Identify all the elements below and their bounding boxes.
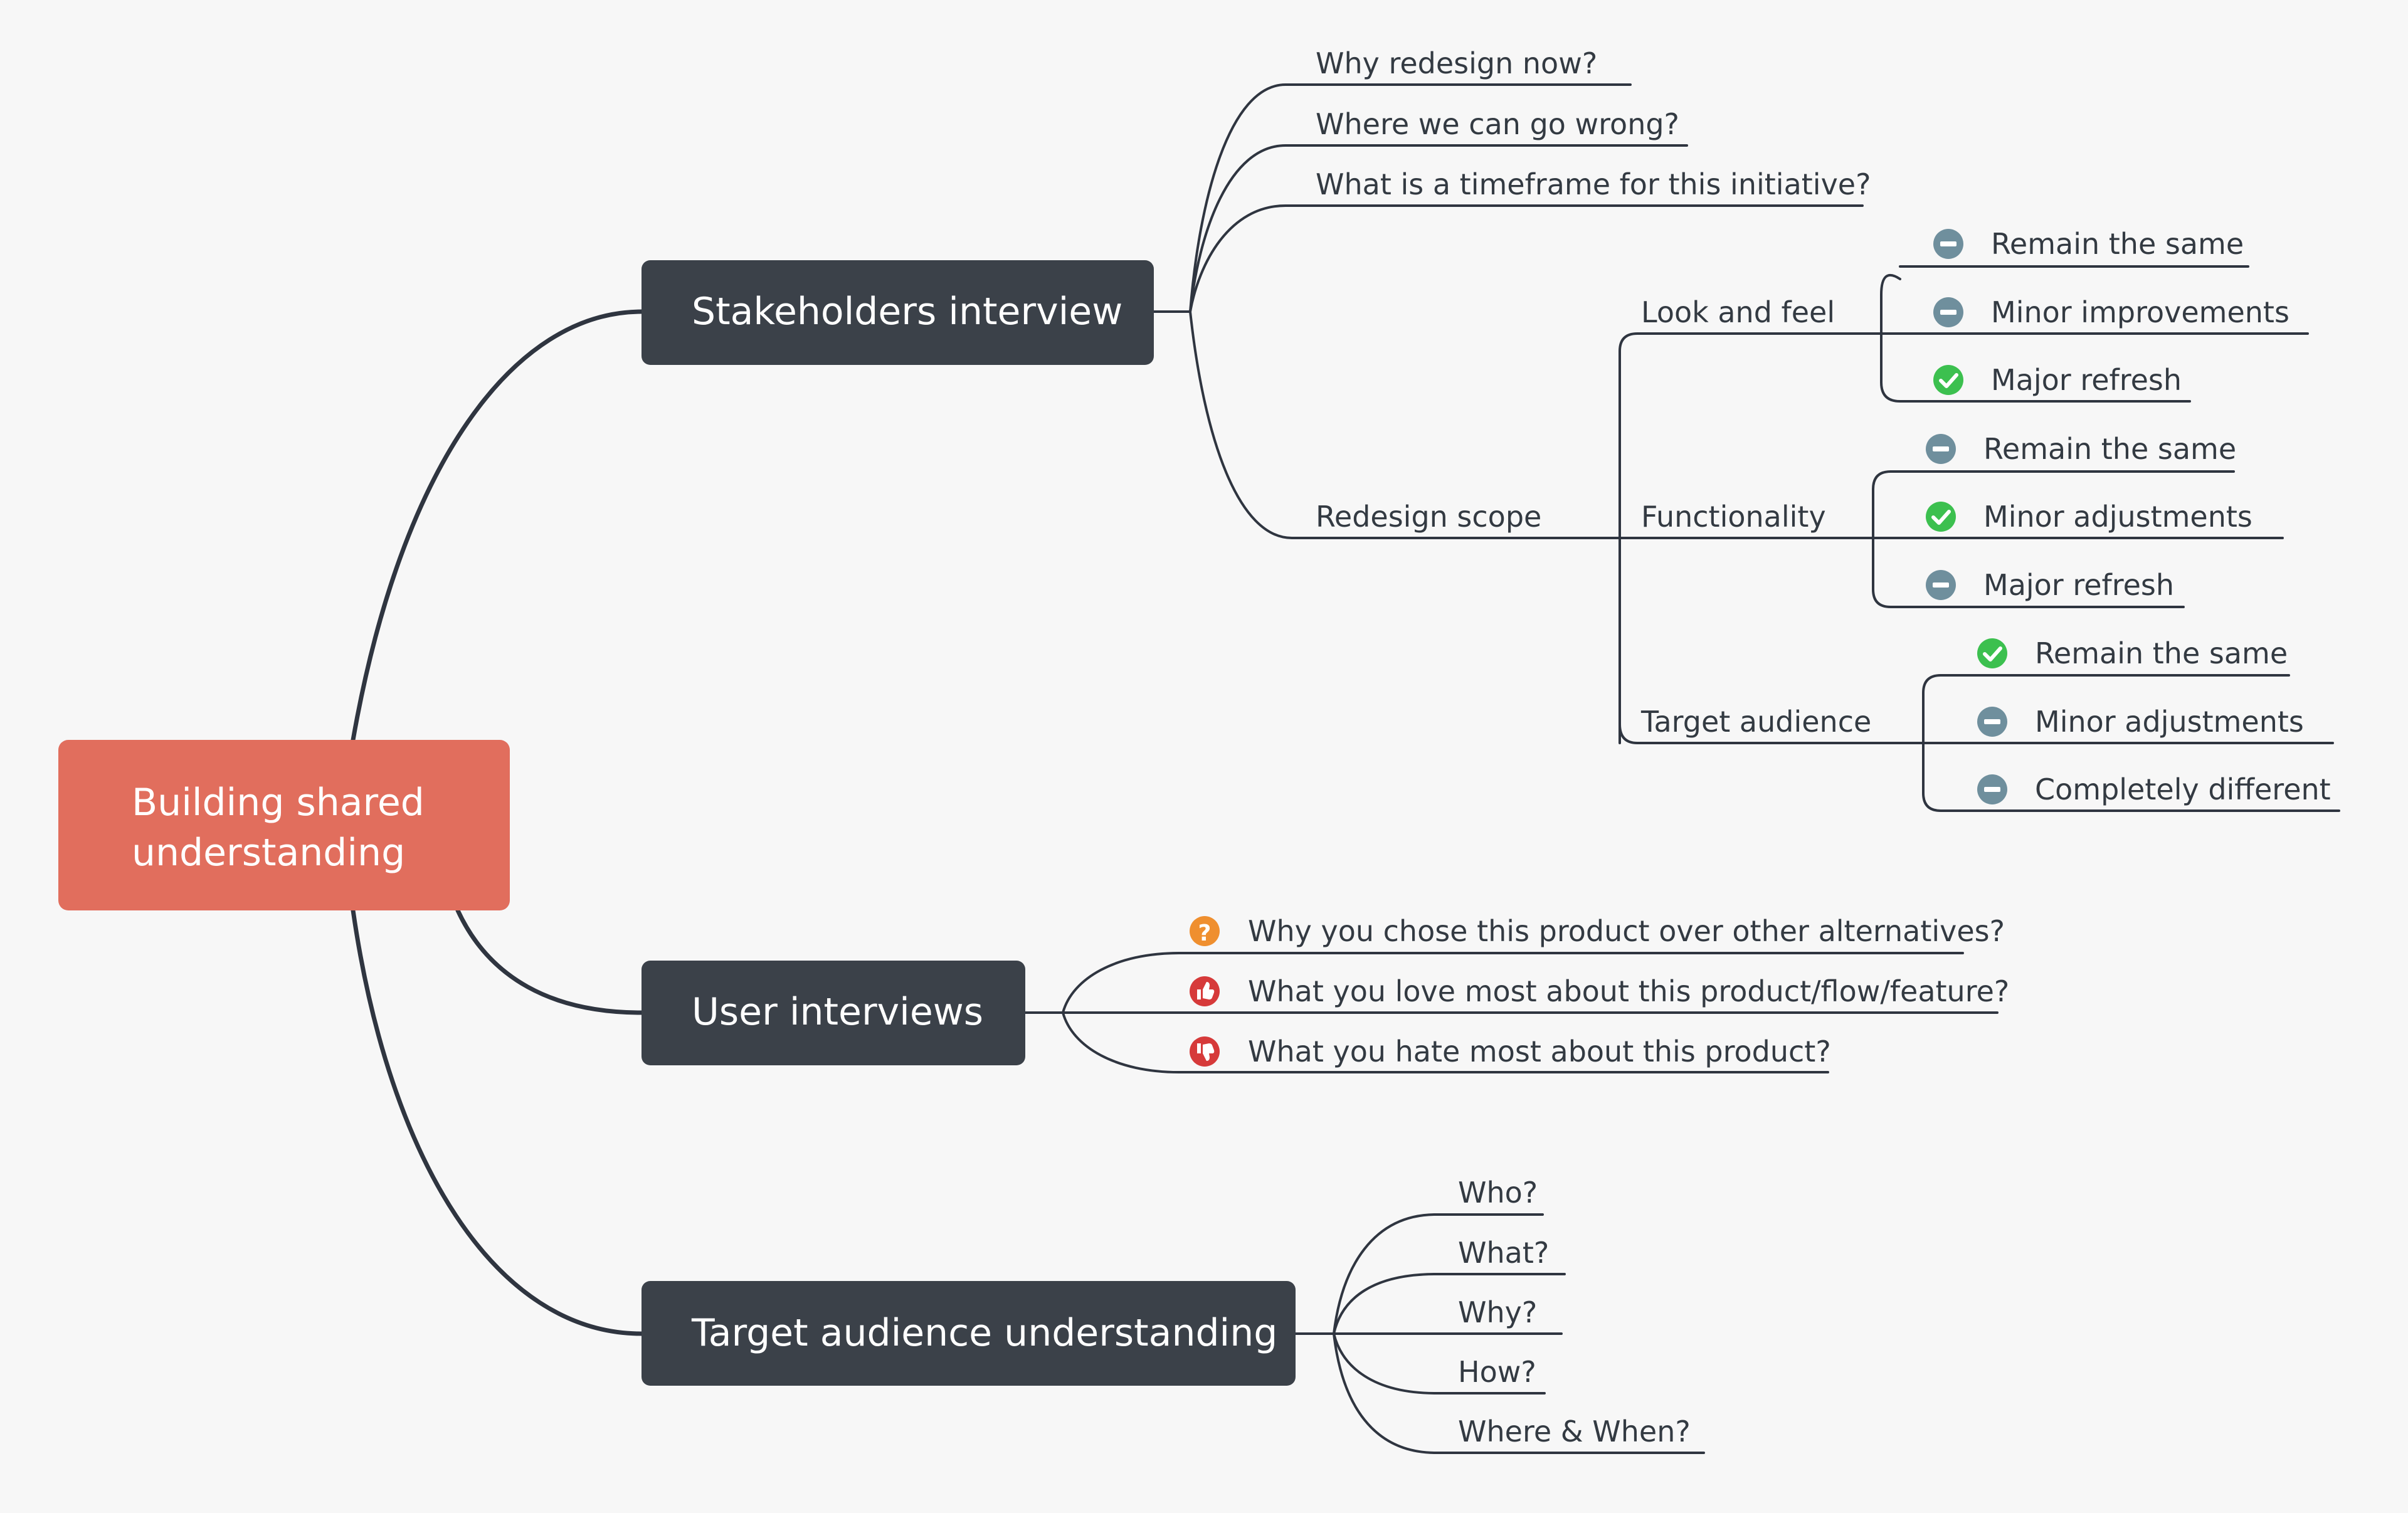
branch-stakeholders bbox=[1153, 83, 2340, 812]
minus-icon bbox=[1926, 570, 1956, 600]
root-connectors bbox=[351, 309, 644, 1336]
functionality-label[interactable]: Functionality bbox=[1641, 500, 1826, 534]
look-and-feel-option-2-label: Minor improvements bbox=[1991, 295, 2289, 329]
question-why[interactable]: Why? bbox=[1458, 1295, 1537, 1329]
question-timeframe[interactable]: What is a timeframe for this initiative? bbox=[1316, 167, 1871, 201]
stakeholders-node-label: Stakeholders interview bbox=[692, 290, 1122, 334]
user-question-1-label: Why you chose this product over other al… bbox=[1248, 914, 2005, 948]
functionality-option-3[interactable]: Major refresh bbox=[1926, 568, 2174, 602]
look-and-feel-option-3[interactable]: Major refresh bbox=[1933, 363, 2182, 397]
minus-icon bbox=[1933, 297, 1963, 327]
branch-user-interviews bbox=[1024, 952, 1999, 1073]
root-node-box bbox=[58, 740, 510, 910]
target-audience-option-1[interactable]: Remain the same bbox=[1977, 636, 2288, 670]
target-audience-option-3[interactable]: Completely different bbox=[1977, 772, 2331, 806]
functionality-option-1-label: Remain the same bbox=[1983, 432, 2236, 466]
root-node-line2: understanding bbox=[132, 831, 405, 875]
functionality-option-1[interactable]: Remain the same bbox=[1926, 432, 2236, 466]
target-audience-option-1-label: Remain the same bbox=[2035, 636, 2288, 670]
minus-icon bbox=[1977, 707, 2007, 737]
thumbs-down-icon bbox=[1190, 1036, 1220, 1067]
user-question-3-label: What you hate most about this product? bbox=[1248, 1035, 1831, 1068]
question-what[interactable]: What? bbox=[1458, 1236, 1549, 1270]
user-question-2-label: What you love most about this product/fl… bbox=[1248, 974, 2009, 1008]
redesign-scope-label[interactable]: Redesign scope bbox=[1316, 500, 1541, 534]
connector-root-stakeholders bbox=[351, 309, 644, 742]
look-and-feel-option-2[interactable]: Minor improvements bbox=[1933, 295, 2289, 329]
target-audience-understanding-node-box bbox=[642, 1281, 1296, 1386]
target-audience-option-2-label: Minor adjustments bbox=[2035, 705, 2304, 739]
question-where-and-when[interactable]: Where & When? bbox=[1458, 1415, 1691, 1448]
functionality-option-2-label: Minor adjustments bbox=[1983, 500, 2252, 534]
check-icon bbox=[1977, 638, 2007, 668]
target-audience-option-3-label: Completely different bbox=[2035, 772, 2331, 806]
user-interviews-node-box bbox=[642, 961, 1025, 1065]
thumbs-up-icon bbox=[1190, 976, 1220, 1006]
look-and-feel-option-1[interactable]: Remain the same bbox=[1933, 227, 2244, 261]
question-where-we-can-go-wrong[interactable]: Where we can go wrong? bbox=[1316, 107, 1679, 141]
target-audience-understanding-node-label: Target audience understanding bbox=[691, 1311, 1277, 1355]
target-audience-understanding-node[interactable]: Target audience understanding bbox=[642, 1281, 1296, 1386]
connector-root-user-interviews bbox=[455, 908, 644, 1015]
minus-icon bbox=[1977, 774, 2007, 804]
target-audience-label[interactable]: Target audience bbox=[1640, 705, 1871, 739]
look-and-feel-option-3-label: Major refresh bbox=[1991, 363, 2182, 397]
stakeholders-node[interactable]: Stakeholders interview bbox=[642, 260, 1154, 365]
question-why-redesign-now[interactable]: Why redesign now? bbox=[1316, 46, 1597, 80]
target-audience-option-2[interactable]: Minor adjustments bbox=[1977, 705, 2304, 739]
user-interviews-node[interactable]: User interviews bbox=[642, 961, 1025, 1065]
user-question-1[interactable]: ? Why you chose this product over other … bbox=[1190, 914, 2005, 948]
functionality-option-3-label: Major refresh bbox=[1983, 568, 2174, 602]
look-and-feel-label[interactable]: Look and feel bbox=[1641, 295, 1835, 329]
check-icon bbox=[1933, 365, 1963, 395]
svg-text:?: ? bbox=[1198, 920, 1212, 946]
user-question-2[interactable]: What you love most about this product/fl… bbox=[1190, 974, 2009, 1008]
question-how[interactable]: How? bbox=[1458, 1355, 1536, 1389]
minus-icon bbox=[1926, 434, 1956, 464]
connector-root-target-audience bbox=[351, 908, 644, 1336]
check-icon bbox=[1926, 502, 1956, 532]
root-node-line1: Building shared bbox=[132, 781, 425, 825]
user-question-3[interactable]: What you hate most about this product? bbox=[1190, 1035, 1831, 1068]
question-who[interactable]: Who? bbox=[1458, 1176, 1538, 1210]
minus-icon bbox=[1933, 229, 1963, 259]
branch-target-audience-understanding bbox=[1294, 1213, 1705, 1454]
functionality-option-2[interactable]: Minor adjustments bbox=[1926, 500, 2252, 534]
look-and-feel-option-1-label: Remain the same bbox=[1991, 227, 2244, 261]
question-icon: ? bbox=[1190, 916, 1220, 946]
root-node[interactable]: Building shared understanding bbox=[58, 740, 510, 910]
stakeholders-node-box bbox=[642, 260, 1154, 365]
user-interviews-node-label: User interviews bbox=[692, 990, 983, 1034]
